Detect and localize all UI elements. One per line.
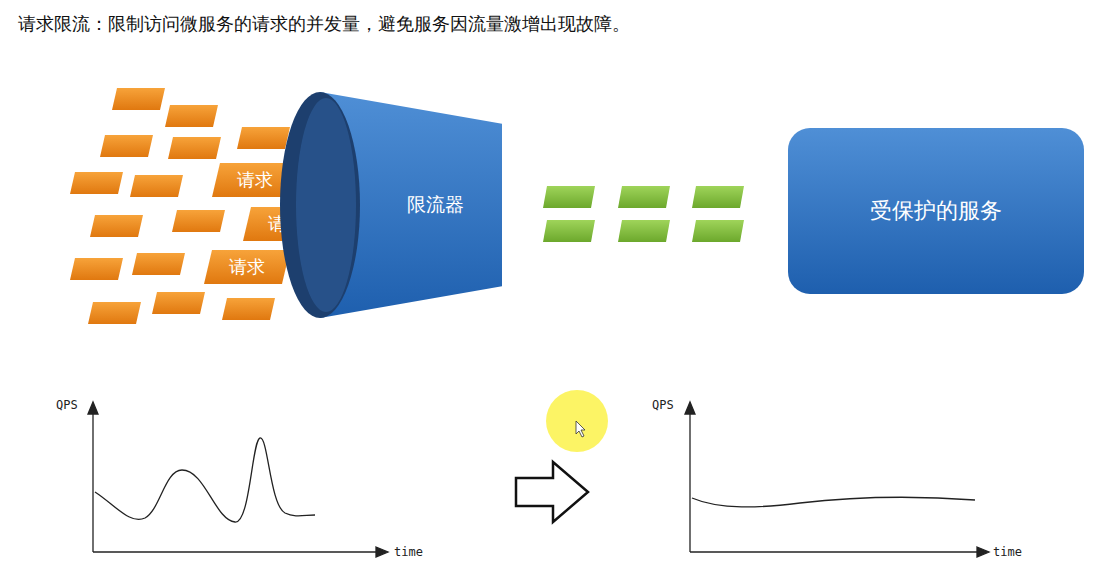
request-block bbox=[100, 135, 153, 157]
passed-block bbox=[618, 186, 670, 208]
funnel-mouth bbox=[280, 92, 360, 318]
axis-label: QPS bbox=[56, 398, 78, 412]
qps-chart-before bbox=[88, 402, 388, 557]
axis-label: QPS bbox=[652, 398, 674, 412]
request-block bbox=[88, 302, 141, 324]
node-text: 受保护的服务 bbox=[870, 196, 1002, 226]
request-blocks bbox=[70, 88, 290, 324]
funnel-inner bbox=[296, 98, 356, 312]
request-block bbox=[152, 292, 205, 314]
request-block bbox=[132, 253, 185, 275]
passed-block bbox=[692, 220, 744, 242]
axis-label: time bbox=[993, 545, 1022, 559]
service-shape bbox=[788, 128, 1084, 294]
rate-limiter-funnel-outline bbox=[280, 92, 502, 318]
request-block bbox=[90, 215, 143, 237]
request-block bbox=[168, 137, 221, 159]
request-block bbox=[165, 105, 218, 127]
request-block bbox=[222, 298, 275, 320]
passed-block bbox=[692, 186, 744, 208]
protected-service-box: 受保护的服务 bbox=[788, 128, 1084, 294]
request-block bbox=[130, 175, 183, 197]
request-box: 请求 bbox=[204, 250, 290, 284]
cursor-highlight bbox=[546, 390, 608, 452]
request-block bbox=[70, 258, 123, 280]
passed-block bbox=[543, 186, 595, 208]
node-text: 请求 bbox=[229, 255, 265, 279]
request-block bbox=[70, 172, 123, 194]
passed-blocks bbox=[543, 186, 744, 242]
axis-label: time bbox=[394, 545, 423, 559]
node-text: 请求 bbox=[237, 168, 273, 192]
passed-block bbox=[618, 220, 670, 242]
hollow-arrow bbox=[516, 462, 588, 522]
cursor bbox=[576, 421, 585, 437]
node-text: 限流器 bbox=[407, 192, 464, 218]
request-block bbox=[172, 210, 225, 232]
request-shape bbox=[204, 250, 290, 284]
title: 请求限流：限制访问微服务的请求的并发量，避免服务因流量激增出现故障。 bbox=[18, 12, 630, 36]
passed-block bbox=[543, 220, 595, 242]
request-block bbox=[237, 127, 290, 149]
rate-limiter-funnel: 限流器 bbox=[280, 92, 502, 318]
request-block bbox=[112, 88, 165, 110]
qps-chart-after bbox=[685, 402, 989, 557]
